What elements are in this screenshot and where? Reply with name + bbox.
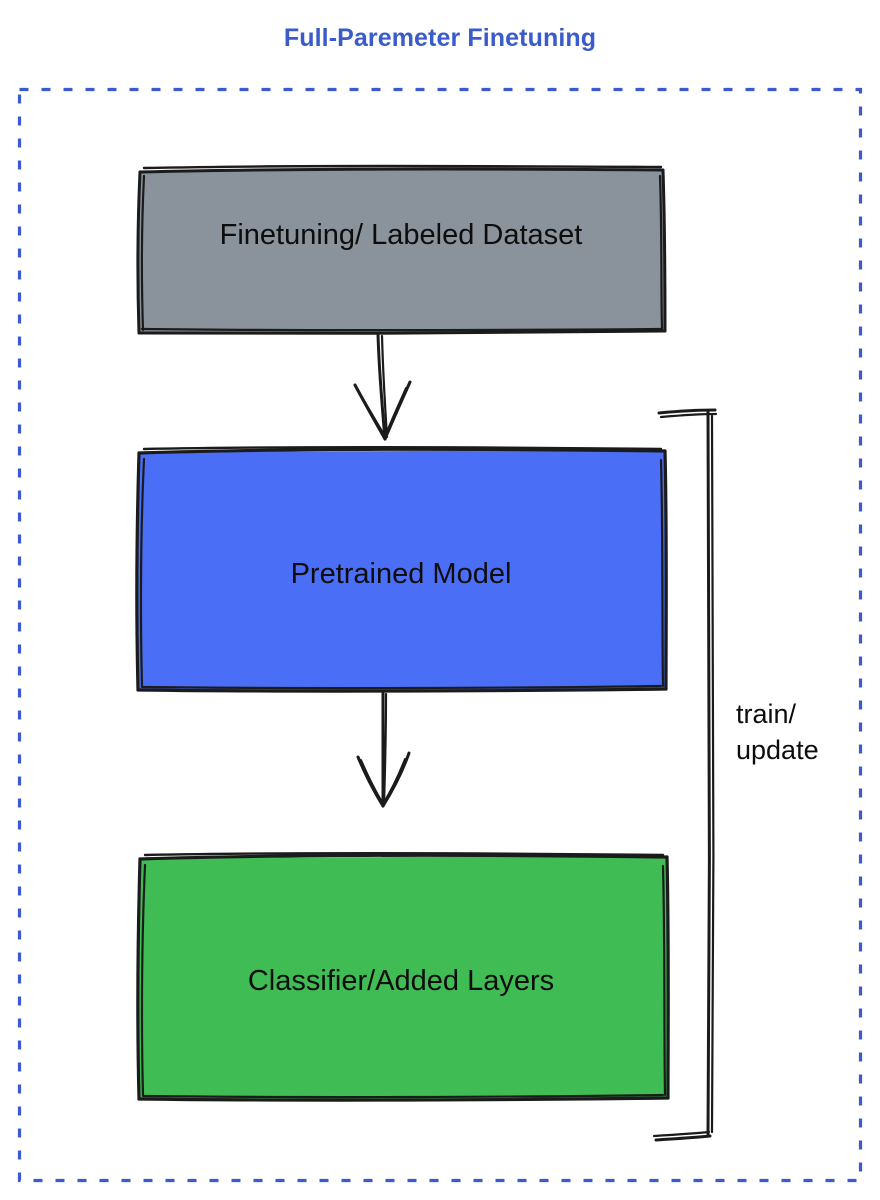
page-title: Full-Paremeter Finetuning bbox=[283, 24, 597, 52]
edge-pretrained-to-classifier bbox=[356, 689, 411, 808]
node-classifier-edge-top-a bbox=[138, 853, 669, 861]
node-dataset-edge-bottom-b bbox=[140, 327, 663, 332]
node-dataset[interactable] bbox=[136, 164, 667, 335]
node-dataset-edge-top-b bbox=[142, 164, 663, 170]
node-classifier-edge-bottom-a bbox=[137, 1096, 670, 1102]
node-dataset-edge-left-b bbox=[140, 174, 146, 332]
node-pretrained-edge-bottom-b bbox=[140, 684, 663, 690]
node-classifier-edge-left-a bbox=[136, 857, 142, 1101]
node-classifier-fill bbox=[138, 856, 669, 1100]
bracket-bottom-b bbox=[652, 1130, 711, 1138]
node-classifier-label: Classifier/Added Layers bbox=[247, 965, 555, 997]
node-classifier-edge-bottom-b bbox=[141, 1093, 665, 1099]
bracket-vertical-b bbox=[710, 414, 715, 1134]
arrow2-head-left bbox=[356, 755, 385, 808]
node-classifier-edge-right-b bbox=[661, 864, 667, 1097]
bracket-bottom-a bbox=[654, 1134, 712, 1142]
node-pretrained-fill bbox=[137, 450, 667, 691]
bracket-top-a bbox=[657, 408, 717, 415]
dashed-container-border bbox=[17, 87, 863, 1183]
node-pretrained-edge-top-a bbox=[137, 447, 667, 455]
bracket-top-b bbox=[659, 412, 718, 419]
arrow2-head-left-b bbox=[360, 759, 385, 806]
node-pretrained[interactable] bbox=[135, 445, 668, 693]
edge-feedback-bracket bbox=[652, 408, 718, 1142]
arrow1-head-right-b bbox=[384, 387, 407, 438]
arrow1-shaft-a bbox=[376, 332, 387, 441]
arrow2-shaft-b bbox=[382, 692, 388, 806]
node-classifier-edge-top-b bbox=[143, 851, 665, 857]
bracket-vertical-a bbox=[706, 410, 711, 1137]
node-dataset-edge-left-a bbox=[136, 170, 142, 335]
node-classifier-edge-left-b bbox=[140, 863, 147, 1097]
node-pretrained-edge-left-b bbox=[139, 457, 146, 688]
arrow2-head-right-b bbox=[382, 758, 406, 805]
node-classifier-edge-right-a bbox=[665, 855, 670, 1100]
edge-feedback-label: train/ update bbox=[736, 699, 819, 765]
arrow1-shaft-b bbox=[380, 334, 389, 439]
node-dataset-edge-right-a bbox=[661, 168, 667, 333]
arrow1-head-left-b bbox=[357, 389, 387, 439]
node-classifier[interactable] bbox=[136, 851, 670, 1102]
node-dataset-edge-right-b bbox=[658, 174, 664, 331]
node-pretrained-edge-left-a bbox=[135, 451, 141, 692]
node-dataset-fill bbox=[138, 169, 666, 334]
node-dataset-edge-top-a bbox=[138, 167, 665, 174]
node-dataset-edge-bottom-a bbox=[137, 329, 667, 335]
arrow1-head-right bbox=[383, 380, 412, 441]
node-pretrained-edge-top-b bbox=[142, 445, 663, 451]
node-pretrained-label: Pretrained Model bbox=[290, 558, 512, 590]
node-pretrained-edge-bottom-a bbox=[136, 687, 668, 693]
dashed-container bbox=[17, 87, 863, 1183]
node-dataset-label: Finetuning/ Labeled Dataset bbox=[219, 219, 583, 251]
node-pretrained-edge-right-a bbox=[663, 449, 668, 691]
edge-dataset-to-pretrained bbox=[353, 332, 412, 441]
arrow2-head-right bbox=[381, 751, 411, 808]
node-pretrained-edge-right-b bbox=[659, 458, 665, 688]
